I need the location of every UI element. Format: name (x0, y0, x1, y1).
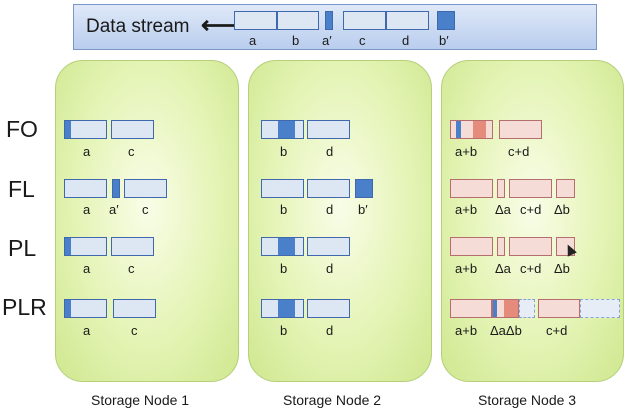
n1-fl-label-a: a (83, 202, 91, 217)
n3-pl-block-ab (450, 237, 493, 256)
n3-fl-label-delta-b: Δb (554, 202, 570, 217)
n3-fl-block-delta-b (556, 179, 575, 198)
stream-label-a-prime: a′ (322, 33, 332, 48)
n1-fl-label-a-prime: a′ (109, 202, 119, 217)
n1-plr-block-c (113, 299, 156, 318)
n3-plr-block-cd (538, 299, 580, 318)
data-stream-banner: Data stream ⟵ a b a′ c d b′ (73, 4, 597, 50)
n2-fo-block-b (261, 120, 304, 139)
n2-plr-label-b: b (280, 323, 288, 338)
n2-pl-block-b (261, 237, 304, 256)
n1-pl-label-c: c (128, 261, 135, 276)
n2-pl-label-d: d (326, 261, 334, 276)
n1-fl-block-a (64, 179, 107, 198)
n1-fl-label-c: c (142, 202, 149, 217)
row-label-plr: PLR (2, 294, 47, 320)
stream-block-c (343, 11, 386, 30)
n3-plr-reserved-space-1 (519, 299, 535, 318)
stream-label-b-prime: b′ (439, 33, 449, 48)
row-label-pl: PL (8, 235, 37, 261)
n1-fo-block-c (111, 120, 154, 139)
n2-fl-block-d (307, 179, 350, 198)
n1-plr-label-c: c (131, 323, 138, 338)
n3-fl-label-delta-a: Δa (495, 202, 511, 217)
stream-block-d (386, 11, 429, 30)
stream-block-a-prime (325, 11, 333, 30)
n2-plr-label-d: d (326, 323, 334, 338)
storage-node-1: a c a a′ c a c a c (55, 60, 239, 382)
stream-block-b-prime (437, 11, 455, 30)
n3-fl-label-ab: a+b (455, 202, 478, 217)
n3-fo-block-cd (499, 120, 542, 139)
n1-plr-label-a: a (83, 323, 91, 338)
n3-fl-block-cd (509, 179, 552, 198)
row-label-fo: FO (6, 116, 38, 142)
n1-pl-label-a: a (83, 261, 91, 276)
n1-fo-label-c: c (128, 144, 135, 159)
n3-pl-label-delta-b: Δb (554, 261, 570, 276)
n2-fl-label-d: d (326, 202, 334, 217)
n3-pl-label-ab: a+b (455, 261, 478, 276)
stream-label-d: d (402, 33, 410, 48)
n2-plr-block-d (307, 299, 350, 318)
n1-fo-block-a (64, 120, 107, 139)
n2-fo-label-b: b (280, 144, 288, 159)
n3-fl-block-ab (450, 179, 493, 198)
n1-pl-block-c (111, 237, 154, 256)
stream-block-a (234, 11, 277, 30)
n2-pl-block-d (307, 237, 350, 256)
n2-fl-label-b: b (280, 202, 288, 217)
data-stream-title: Data stream (86, 16, 190, 37)
n3-fo-label-ab: a+b (455, 144, 478, 159)
n3-fl-block-delta-a (497, 179, 505, 198)
n3-plr-label-cd: c+d (546, 323, 568, 338)
n3-plr-label-delta: ΔaΔb (490, 323, 522, 338)
storage-node-3: a+b c+d a+b Δa c+d Δb a+b Δa c+d Δb a+b … (441, 60, 624, 382)
n2-plr-block-b (261, 299, 304, 318)
arrow-left-icon: ⟵ (201, 12, 236, 39)
n3-pl-label-cd: c+d (520, 261, 542, 276)
n1-fo-label-a: a (83, 144, 91, 159)
n3-fl-label-cd: c+d (520, 202, 542, 217)
node-label-2: Storage Node 2 (283, 392, 382, 408)
storage-node-2: b d b d b′ b d b d (248, 60, 432, 382)
n3-plr-label-ab: a+b (455, 323, 478, 338)
n3-pl-label-delta-a: Δa (495, 261, 511, 276)
n3-plr-block-ab (450, 299, 492, 318)
n2-fl-block-b-prime (355, 179, 373, 198)
node-label-3: Storage Node 3 (478, 392, 577, 408)
n2-fo-block-d (307, 120, 350, 139)
n3-plr-block-delta (492, 299, 519, 318)
n3-fo-block-ab (450, 120, 493, 139)
stream-label-a: a (249, 33, 257, 48)
n1-plr-block-a (64, 299, 107, 318)
n1-pl-block-a (64, 237, 107, 256)
n3-pl-block-cd (509, 237, 552, 256)
n3-plr-reserved-space-2 (580, 299, 620, 318)
n1-fl-block-c (124, 179, 167, 198)
n2-fl-block-b (261, 179, 304, 198)
stream-label-b: b (292, 33, 300, 48)
n2-fl-label-b-prime: b′ (358, 202, 368, 217)
stream-block-b (277, 11, 319, 30)
row-label-fl: FL (8, 176, 35, 202)
n2-fo-label-d: d (326, 144, 334, 159)
n1-fl-block-a-prime (112, 179, 120, 198)
stream-label-c: c (359, 33, 366, 48)
n3-pl-block-delta-a (497, 237, 505, 256)
node-label-1: Storage Node 1 (91, 392, 190, 408)
n3-pl-block-delta-b (556, 237, 575, 256)
n3-fo-label-cd: c+d (508, 144, 530, 159)
n2-pl-label-b: b (280, 261, 288, 276)
